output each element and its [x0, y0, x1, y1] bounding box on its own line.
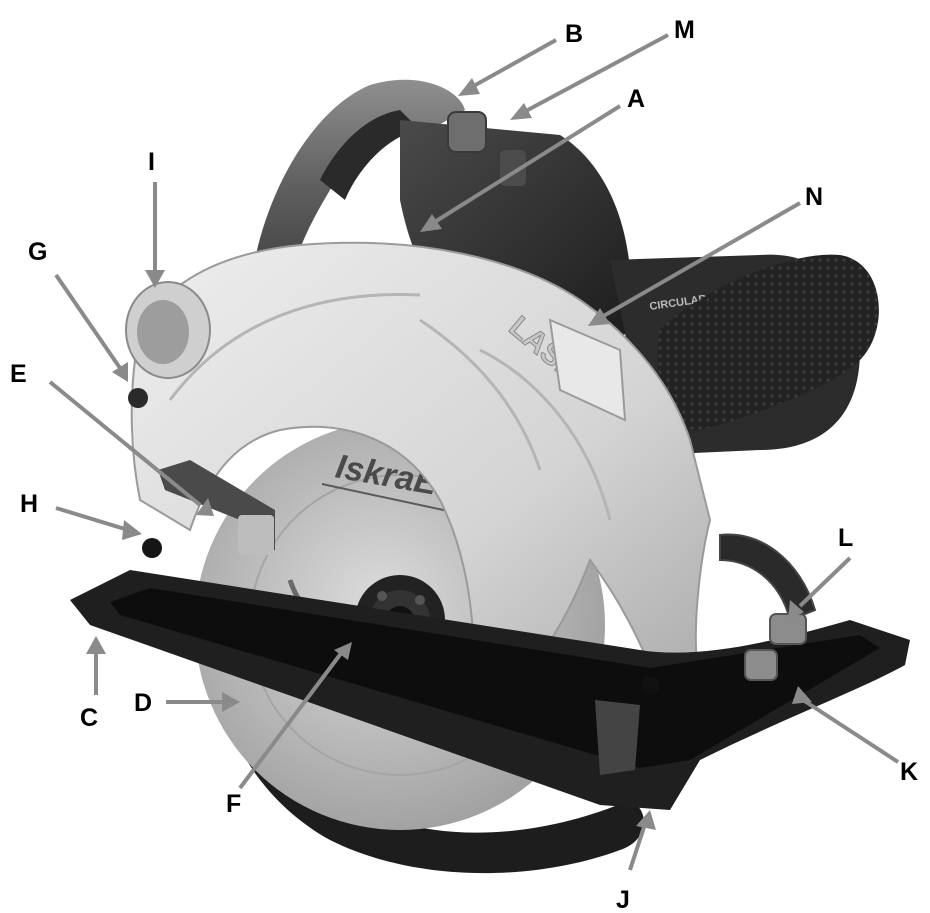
leader-g [54, 273, 122, 370]
callout-k: K [900, 758, 918, 786]
parallel-guide-lock-knob [744, 649, 778, 681]
leader-i-arrowhead [145, 270, 165, 288]
leader-j [628, 823, 647, 871]
lever-pad [238, 515, 274, 555]
leader-a [431, 104, 622, 225]
callout-l: L [838, 524, 853, 552]
saw-illustration: IskraERO CIRCULAR SAW LASER [70, 79, 910, 874]
callout-g: G [28, 238, 47, 266]
callout-n: N [805, 183, 823, 211]
callout-m: M [674, 16, 695, 44]
leader-f [238, 650, 344, 790]
leader-m-arrowhead [510, 103, 532, 120]
front-pivot [142, 538, 162, 558]
callout-h: H [20, 490, 38, 518]
leader-k-arrowhead [792, 686, 812, 704]
flange-hole-2 [415, 595, 425, 605]
spindle-lock-button [128, 388, 148, 408]
dust-port-opening [137, 300, 189, 364]
callout-d: D [134, 689, 152, 717]
leader-l [798, 556, 852, 608]
callout-e: E [10, 360, 27, 388]
callout-j: J [616, 886, 630, 913]
leader-d-arrowhead [222, 692, 240, 712]
callout-leaders [48, 33, 900, 871]
laser-vent [548, 318, 627, 422]
flange-hole-1 [377, 591, 387, 601]
lock-off-button [447, 111, 487, 153]
leader-m [523, 33, 669, 114]
callout-c: C [80, 704, 98, 732]
guard-rib-1 [168, 292, 421, 401]
leader-n-arrowhead [588, 308, 610, 326]
leader-l-arrowhead [788, 600, 804, 620]
leader-c-arrowhead [86, 636, 106, 654]
guard-rib-2 [419, 318, 542, 471]
leader-a-arrowhead [420, 214, 442, 232]
callout-b: B [565, 20, 583, 48]
leader-g-arrowhead [112, 362, 128, 382]
leader-e [48, 380, 202, 507]
handle-grip-insert [320, 110, 420, 200]
leader-e-arrowhead [196, 498, 214, 516]
callout-i: I [148, 148, 155, 176]
leader-b [469, 38, 557, 90]
leader-f-arrowhead [334, 642, 352, 660]
guard-rib-3 [479, 348, 612, 521]
callout-labels: B M A I G N E H L C D K F J [10, 16, 918, 913]
bevel-scale [719, 533, 817, 622]
bevel-lock-knob [769, 613, 807, 645]
leader-h [55, 506, 129, 532]
callout-f: F [226, 790, 241, 818]
leader-b-arrowhead [458, 78, 480, 96]
base-plate-inner [110, 588, 880, 768]
rear-pivot [641, 677, 659, 695]
riving-knife [595, 700, 640, 775]
leader-k [798, 696, 900, 764]
leader-h-arrowhead [122, 520, 142, 540]
leader-j-arrowhead [636, 810, 656, 830]
callout-a: A [627, 85, 645, 113]
front-auxiliary-handle [657, 254, 879, 431]
leader-n [599, 201, 801, 320]
